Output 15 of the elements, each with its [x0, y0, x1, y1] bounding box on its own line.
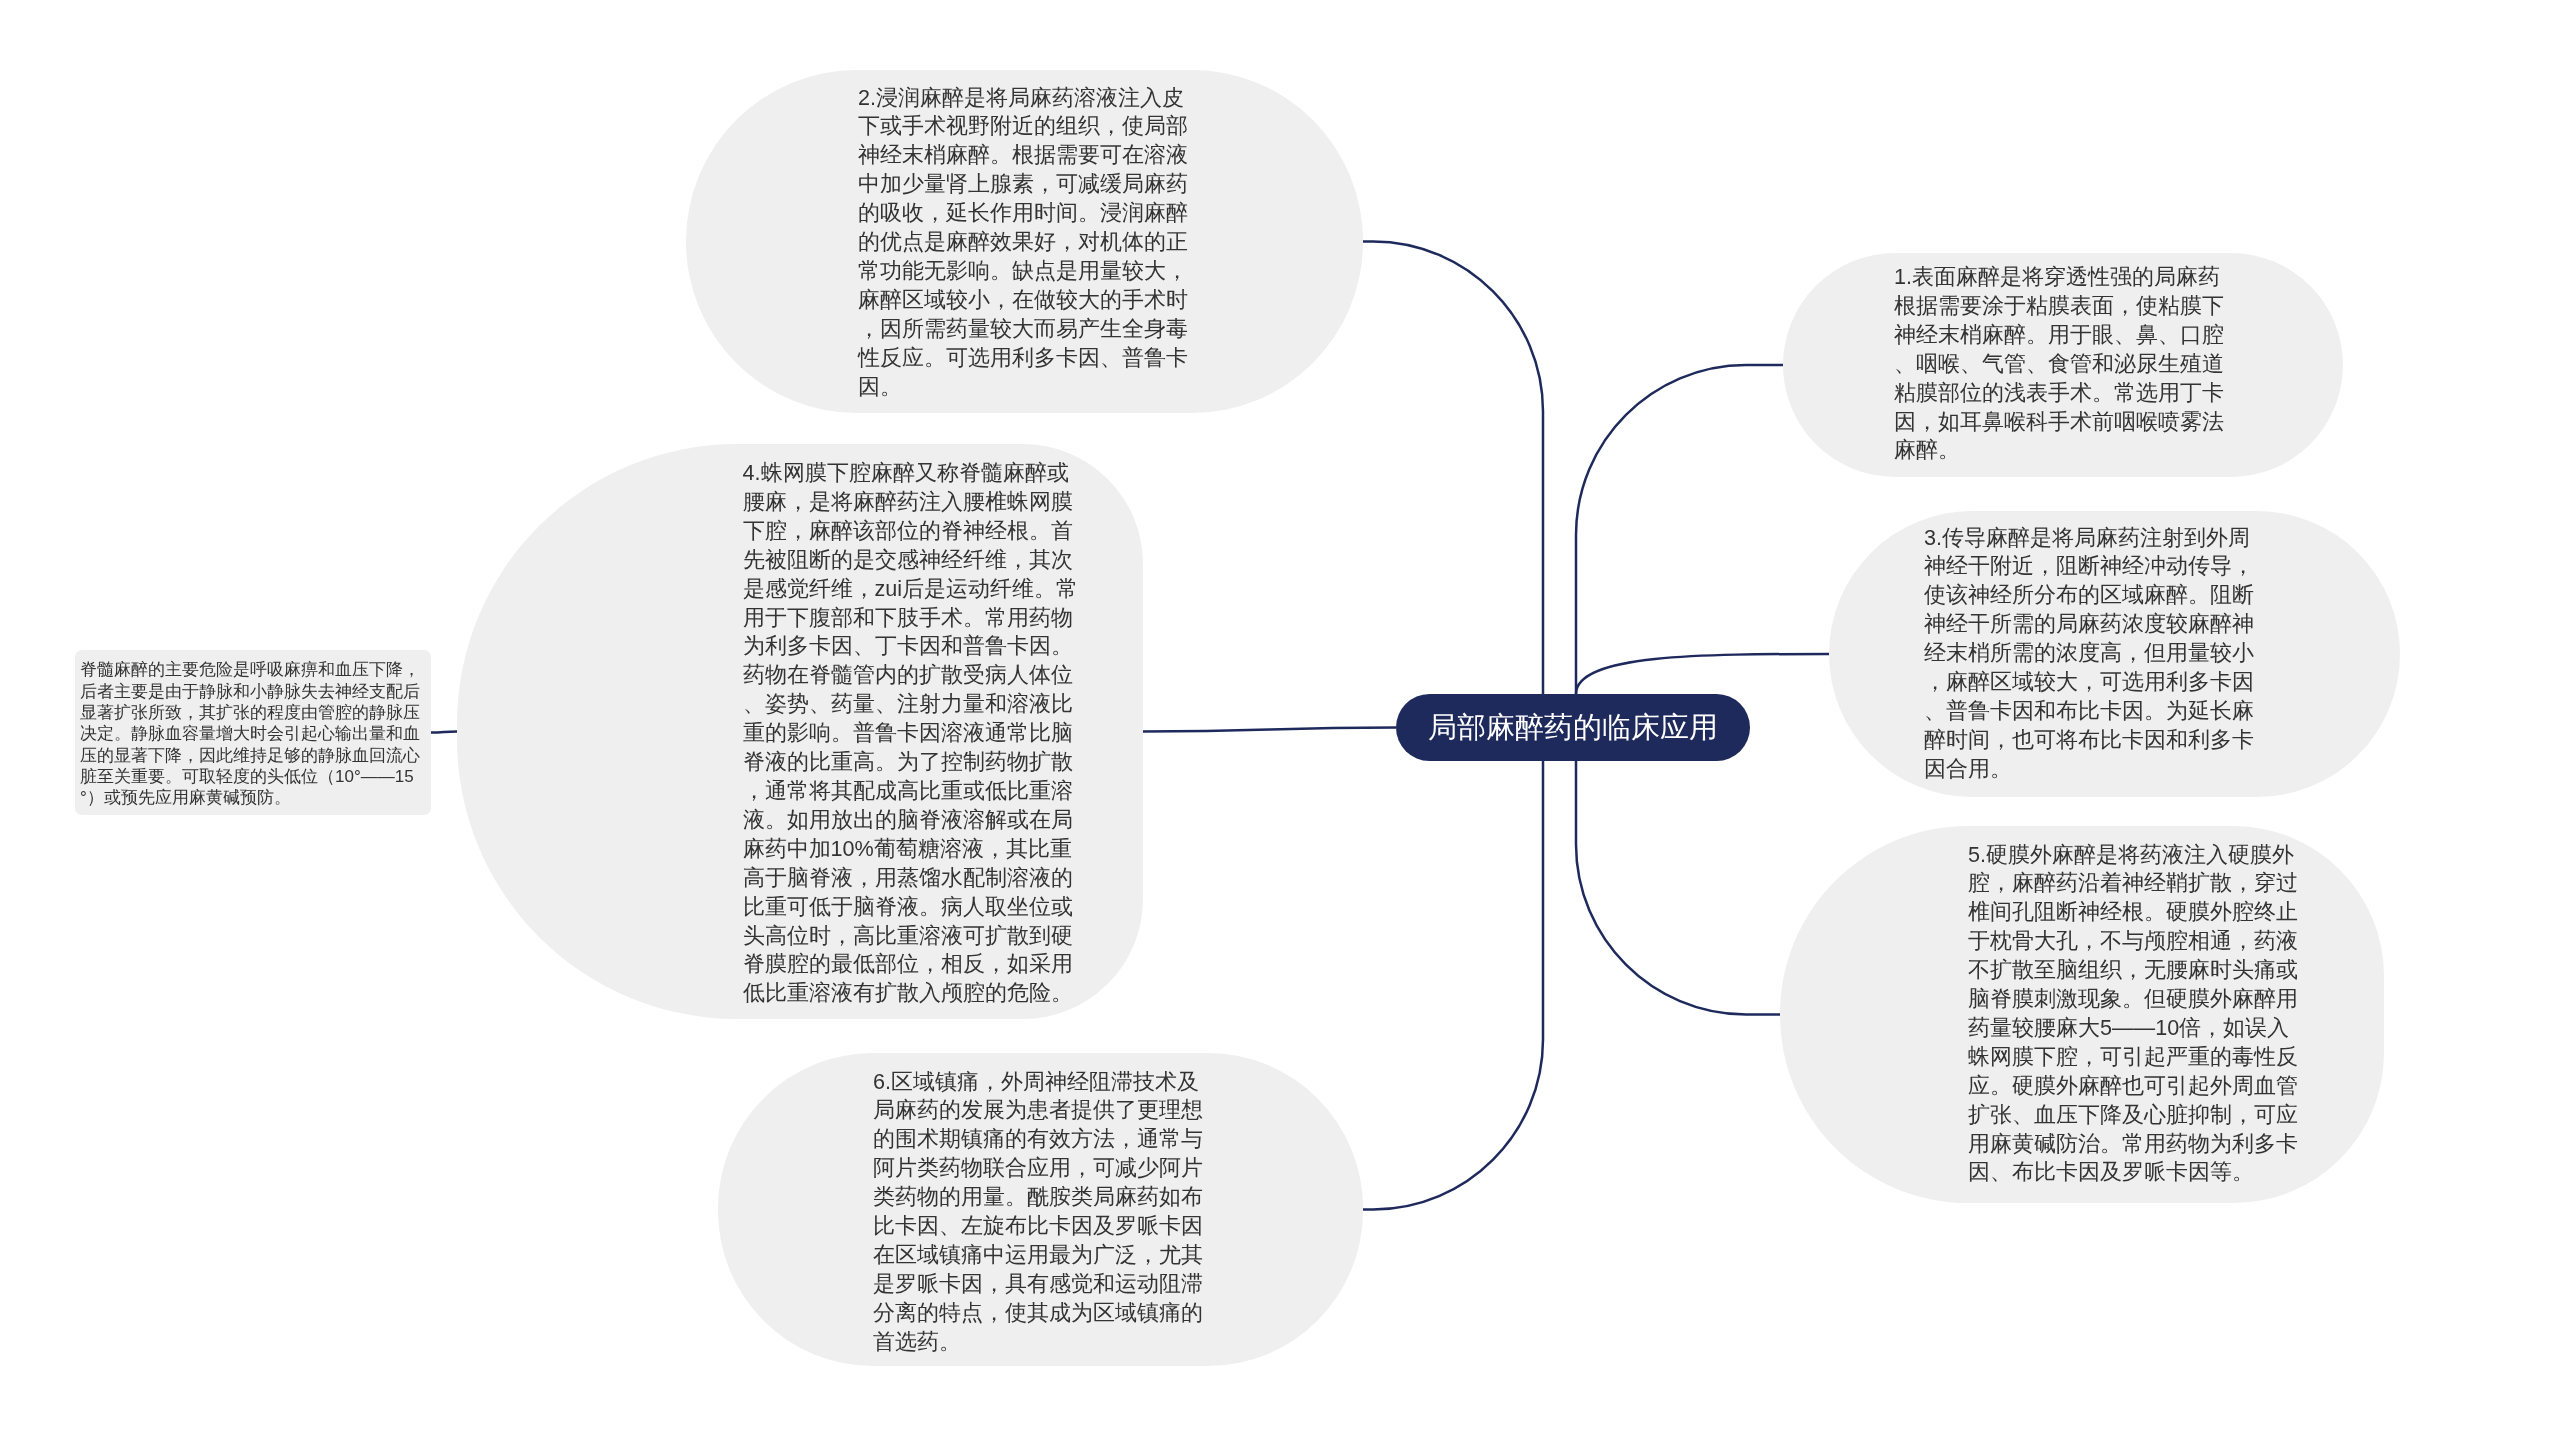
connector-line: [431, 730, 457, 734]
note-box: 脊髓麻醉的主要危险是呼吸麻痹和血压下降，后者主要是由于静脉和小静脉失去神经支配后显著扩张所致，其扩张的程度由管腔的静脉压决定。静脉血容量增大时会引起心输出量和血压的显著下降，因此维持足够的静脉血回流心脏至关重要。可取轻度的头低位（10°——15°）或预先应用麻黄碱预防。: [75, 650, 431, 815]
paragraph: 3.传导麻醉是将局麻药注射到外周神经干附近，阻断神经冲动传导，使该神经所分布的区域麻醉。阻断神经干所需的局麻药浓度较麻醉神经末梢所需的浓度高，但用量较小，麻醉区域较大，可选用利多卡因、普鲁卡因和布比卡因。为延长麻醉时间，也可将布比卡因和利多卡因合用。: [1924, 523, 2255, 783]
paragraph: 2.浸润麻醉是将局麻药溶液注入皮下或手术视野附近的组织，使局部神经末梢麻醉。根据需要可在溶液中加少量肾上腺素，可减缓局麻药的吸收，延长作用时间。浸润麻醉的优点是麻醉效果好，对机体的正常功能无影响。缺点是用量较大，麻醉区域较小，在做较大的手术时，因所需药量较大而易产生全身毒性反应。可选用利多卡因、普鲁卡因。: [858, 83, 1189, 401]
paragraph: 4.蛛网膜下腔麻醉又称脊髓麻醉或腰麻，是将麻醉药注入腰椎蛛网膜下腔，麻醉该部位的脊神经根。首先被阻断的是交感神经纤维，其次是感觉纤维，zui后是运动纤维。常用于下腹部和下肢手术。常用药物为利多卡因、丁卡因和普鲁卡因。药物在脊髓管内的扩散受病人体位、姿势、药量、注射力量和溶液比重的影响。普鲁卡因溶液通常比脑脊液的比重高。为了控制药物扩散，通常将其配成高比重或低比重溶液。如用放出的脑脊液溶解或在局麻药中加10%葡萄糖溶液，其比重高于脑脊液，用蒸馏水配制溶液的比重可低于脑脊液。病人取坐位或头高位时，高比重溶液可扩散到硬脊膜腔的最低部位，相反，如采用低比重溶液有扩散入颅腔的危险。: [742, 459, 1079, 1008]
central-topic: 局部麻醉药的临床应用: [1396, 694, 1750, 761]
connector-line: [1363, 240, 1545, 694]
connector-line: [1143, 726, 1396, 733]
paragraph: 6.区域镇痛，外周神经阻滞技术及局麻药的发展为患者提供了更理想的围术期镇痛的有效方法，通常与阿片类药物联合应用，可减少阿片类药物的用量。酰胺类局麻药如布比卡因、左旋布比卡因及罗哌卡因在区域镇痛中运用最为广泛，尤其是罗哌卡因，具有感觉和运动阻滞分离的特点，使其成为区域镇痛的首选药。: [873, 1067, 1204, 1356]
connector-line: [1574, 652, 1829, 695]
paragraph: 1.表面麻醉是将穿透性强的局麻药根据需要涂于粘膜表面，使粘膜下神经末梢麻醉。用于眼、鼻、口腔、咽喉、气管、食管和泌尿生殖道粘膜部位的浅表手术。常选用丁卡因，如耳鼻喉科手术前咽喉喷雾法麻醉。: [1894, 263, 2225, 465]
paragraph: 5.硬膜外麻醉是将药液注入硬膜外腔，麻醉药沿着神经鞘扩散，穿过椎间孔阻断神经根。硬膜外腔终止于枕骨大孔，不与颅腔相通，药液不扩散至脑组织，无腰麻时头痛或脑脊膜刺激现象。但硬膜外麻醉用药量较腰麻大5——10倍，如误入蛛网膜下腔，可引起严重的毒性反应。硬膜外麻醉也可引起外周血管扩张、血压下降及心脏抑制，可应用麻黄碱防治。常用药物为利多卡因、布比卡因及罗哌卡因等。: [1968, 840, 2299, 1187]
rounded-bubble: [457, 444, 1143, 1019]
connector-line: [1363, 761, 1545, 1211]
connector-line: [1574, 761, 1780, 1016]
